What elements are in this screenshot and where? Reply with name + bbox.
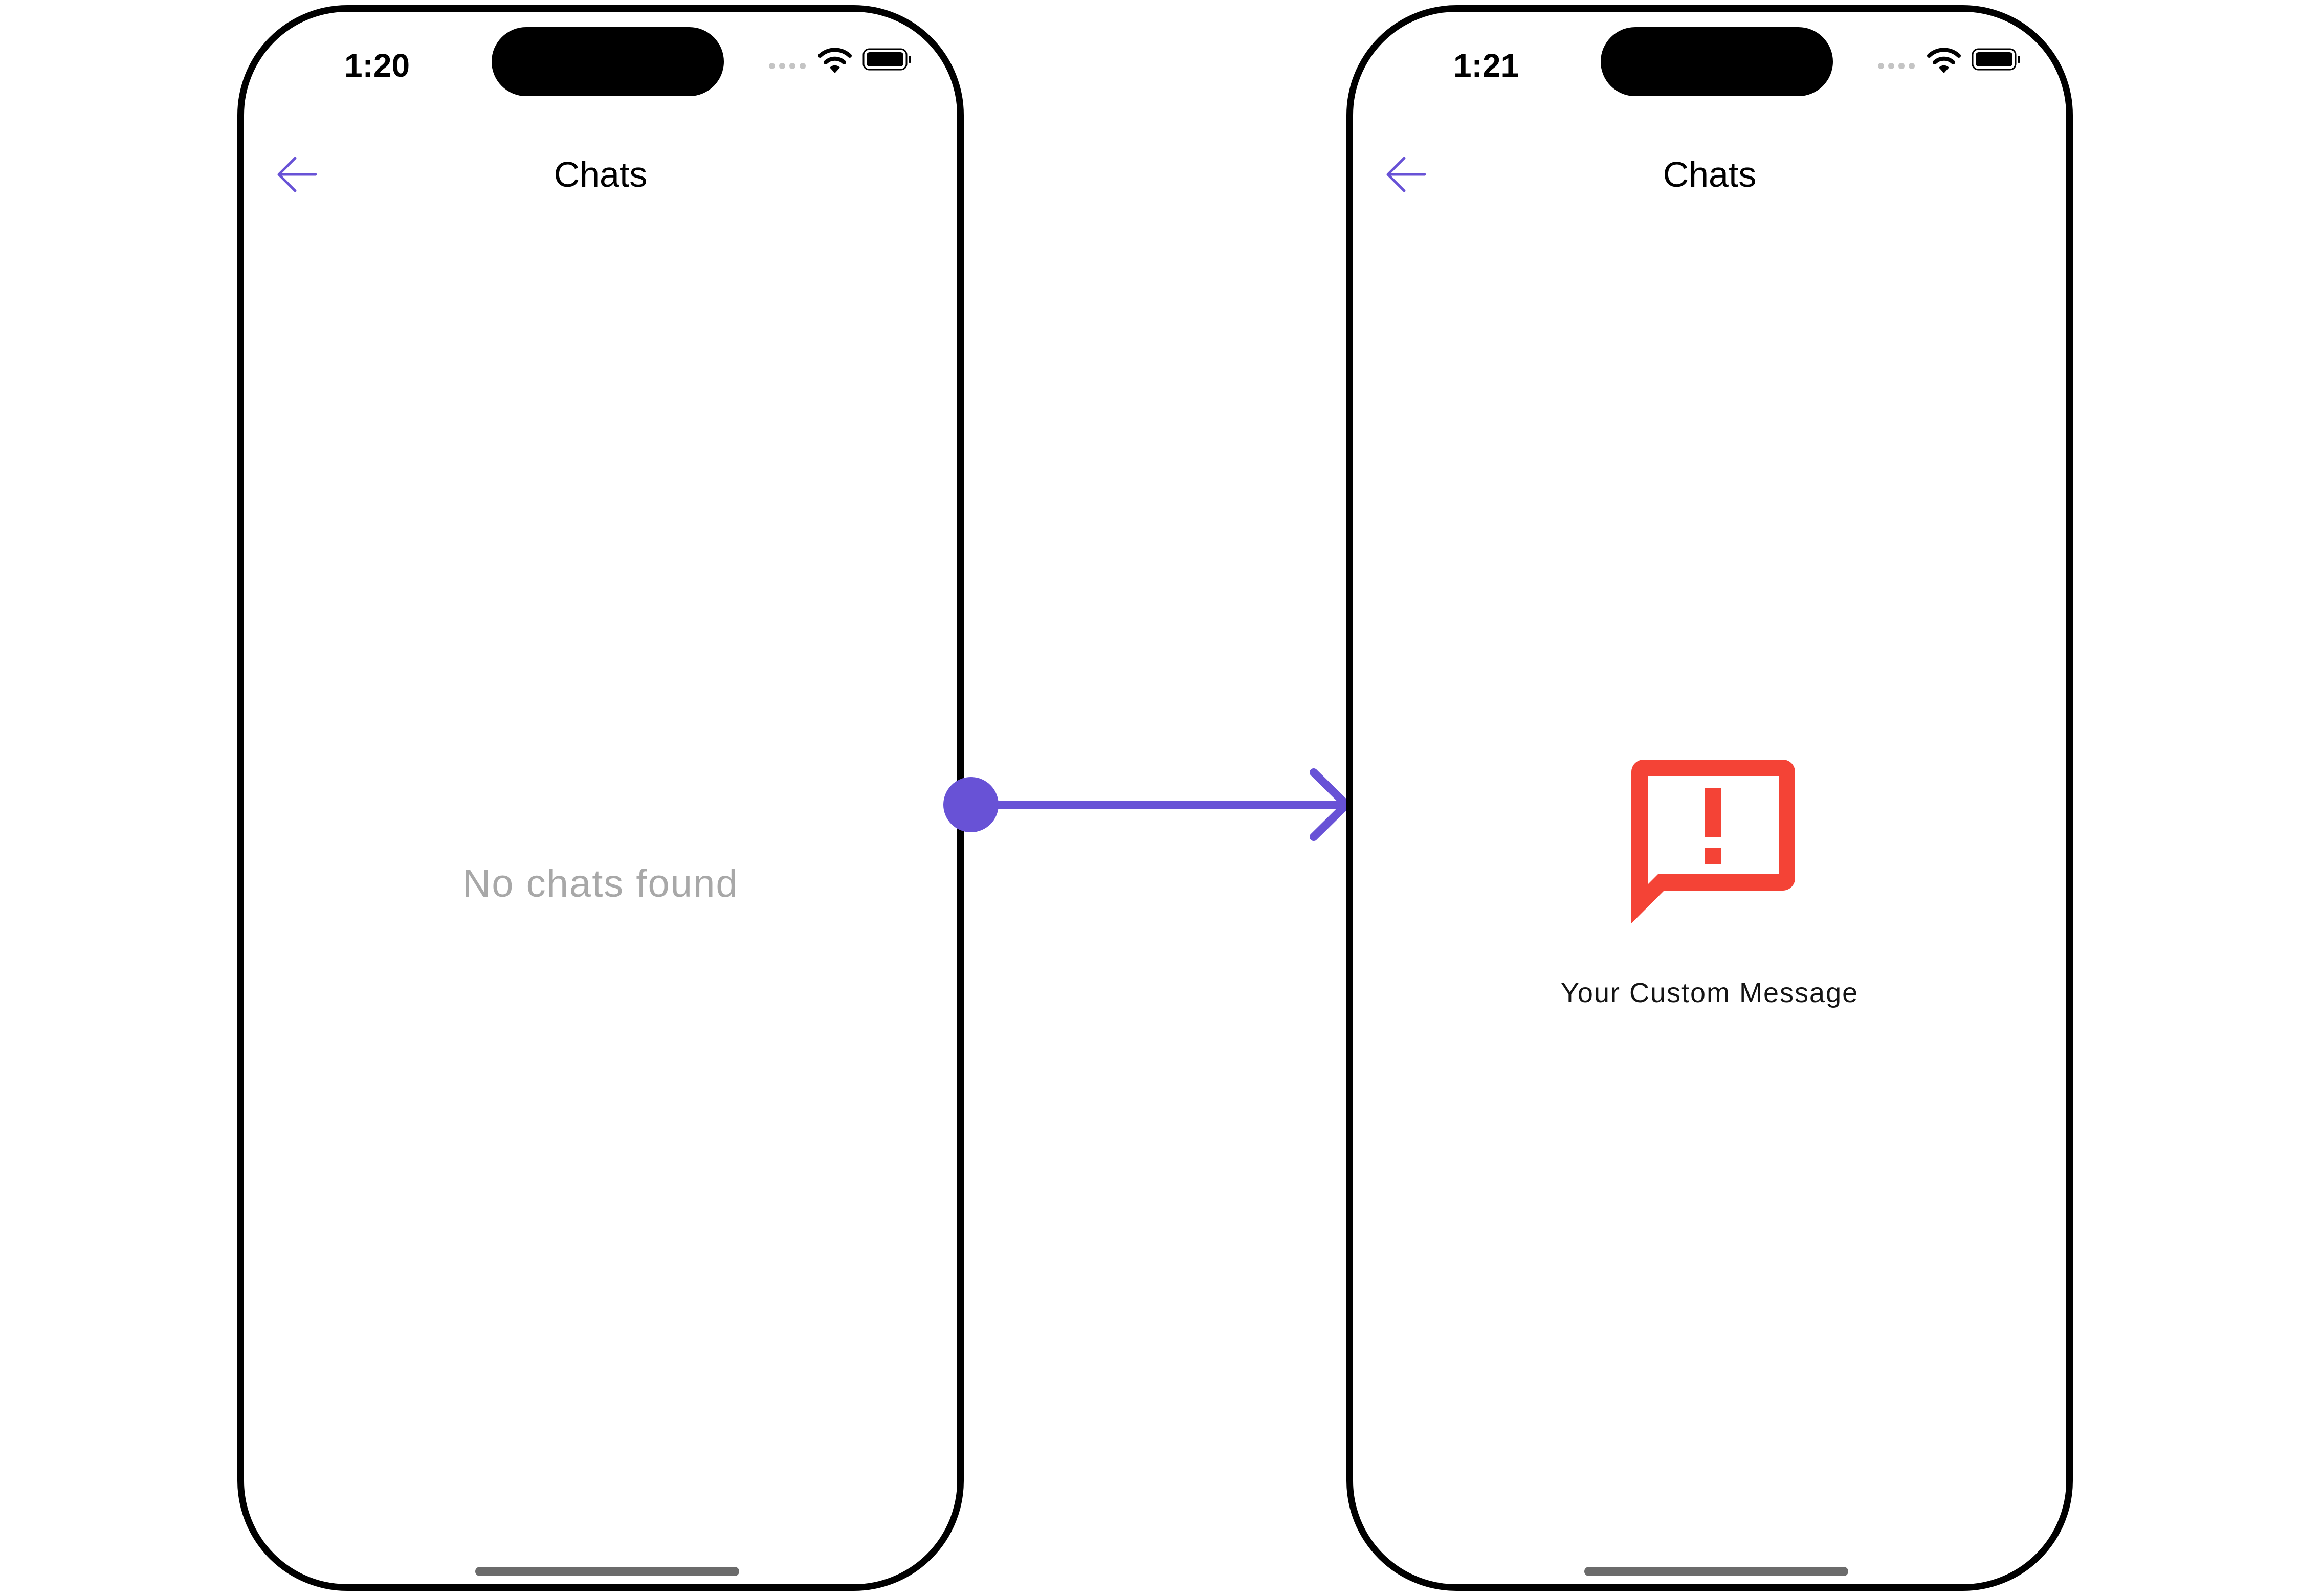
cellular-signal-icon bbox=[769, 63, 806, 69]
status-time: 1:21 bbox=[1453, 47, 1519, 84]
cellular-signal-icon bbox=[1878, 63, 1915, 69]
chat-alert-icon bbox=[1631, 760, 1795, 923]
back-arrow-icon[interactable] bbox=[272, 150, 321, 199]
page-title: Chats bbox=[1663, 154, 1757, 194]
back-arrow-icon[interactable] bbox=[1381, 150, 1430, 199]
battery-icon bbox=[1972, 48, 2020, 71]
custom-empty-message: Your Custom Message bbox=[1560, 978, 1859, 1008]
dynamic-island bbox=[492, 27, 724, 96]
dynamic-island bbox=[1601, 27, 1833, 96]
phone-screen-custom: 1:21 Chats Your Custom Message bbox=[1346, 5, 2073, 1591]
phone-screen-default: 1:20 Chats No chats found bbox=[237, 5, 964, 1591]
home-indicator[interactable] bbox=[1584, 1567, 1848, 1576]
wifi-icon bbox=[1927, 48, 1961, 73]
page-title: Chats bbox=[554, 154, 648, 194]
status-time: 1:20 bbox=[344, 47, 410, 84]
wifi-icon bbox=[818, 48, 852, 73]
empty-state-text: No chats found bbox=[462, 862, 739, 905]
home-indicator[interactable] bbox=[475, 1567, 739, 1576]
battery-icon bbox=[862, 48, 911, 71]
transition-arrow-icon bbox=[943, 768, 1351, 841]
